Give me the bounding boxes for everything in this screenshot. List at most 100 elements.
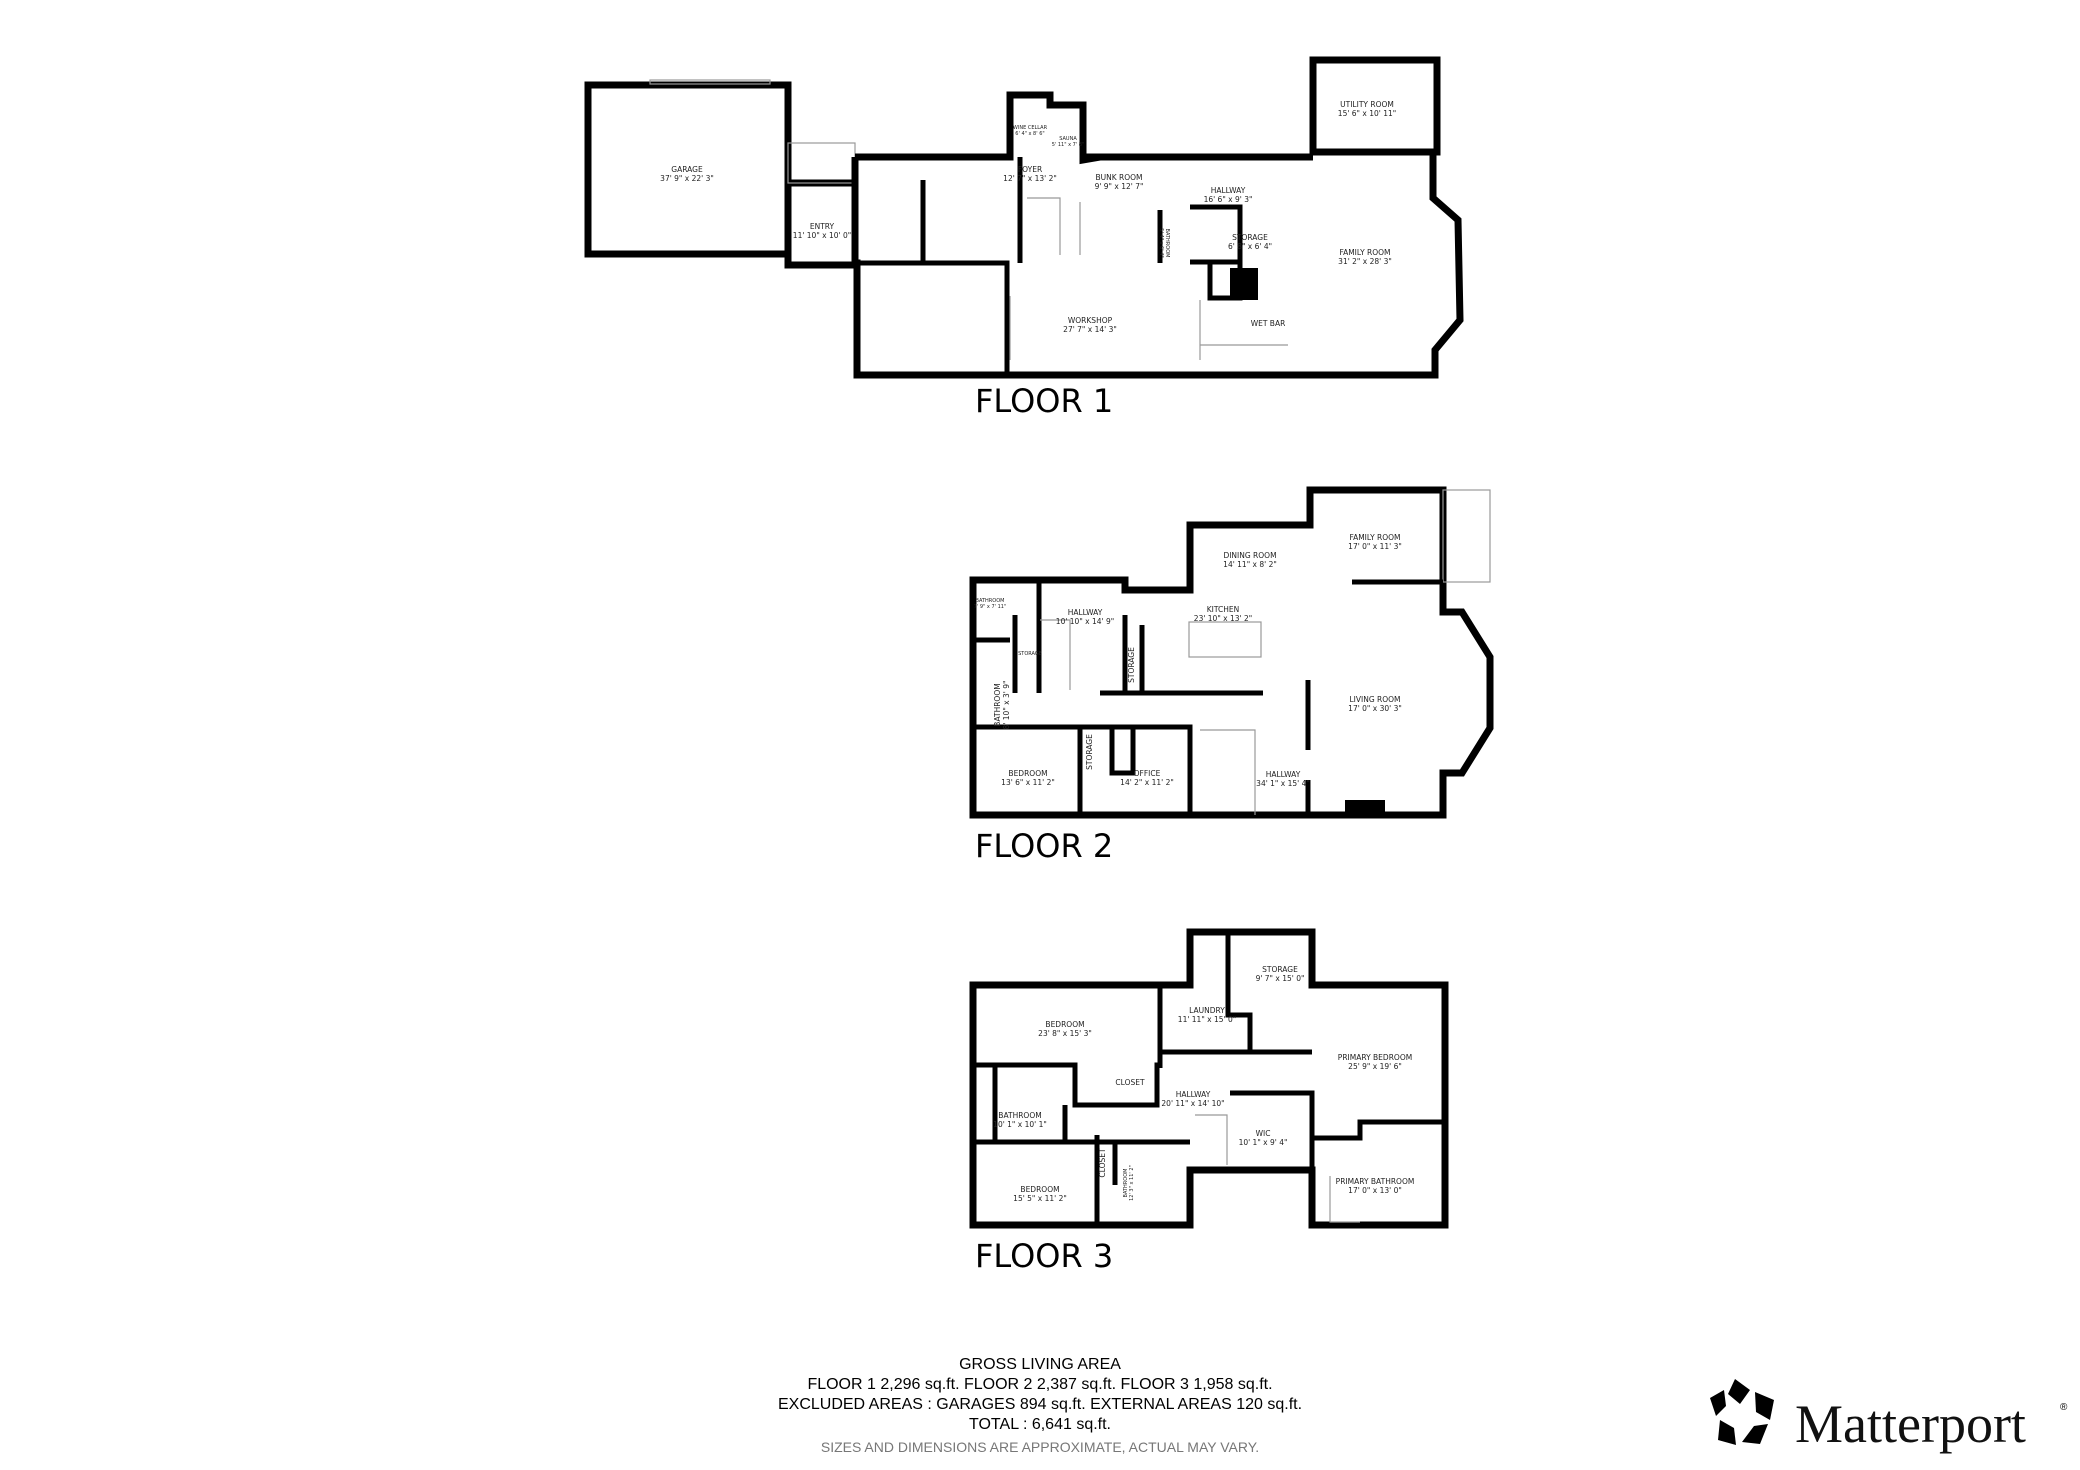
floor-1-label: FLOOR 1 — [975, 382, 1113, 420]
room-dimensions: 9' 7" x 15' 0" — [1256, 974, 1305, 983]
room-name: HALLWAY — [1211, 186, 1246, 195]
room-name: WET BAR — [1251, 319, 1286, 328]
room-name: CLOSET — [1115, 1078, 1145, 1087]
room-name: BATHROOM — [998, 1111, 1041, 1120]
room-dimensions: 11' 10" x 10' 0" — [793, 231, 851, 240]
summary-heading: GROSS LIVING AREA — [959, 1356, 1121, 1373]
room-dimensions: 9' 9" x 12' 7" — [1095, 182, 1144, 191]
floor-3-plan — [969, 928, 1449, 1229]
room-name: UTILITY ROOM — [1340, 100, 1394, 109]
room-name: GARAGE — [671, 165, 703, 174]
room-name: STORAGE — [1232, 233, 1268, 242]
room-dimensions: 12' 3" x 11' 2" — [1129, 1165, 1135, 1201]
room-name: ENTRY — [810, 222, 835, 231]
room-dimensions: 23' 10" x 13' 2" — [1194, 614, 1252, 623]
room-dimensions: 23' 8" x 15' 3" — [1038, 1029, 1092, 1038]
summary-excluded: EXCLUDED AREAS : GARAGES 894 sq.ft. EXTE… — [778, 1396, 1302, 1413]
room-dimensions: 15' 6" x 10' 11" — [1338, 109, 1396, 118]
room-name: BEDROOM — [1008, 769, 1047, 778]
floor-2-interior-walls — [973, 579, 1443, 815]
room-dimensions: 6' 8" x 6' 4" — [1228, 242, 1272, 251]
room-dimensions: 5' 11" x 7' 8" — [1052, 142, 1085, 148]
room-dimensions: 13' 6" x 11' 2" — [1001, 778, 1055, 787]
room-name: DINING ROOM — [1223, 551, 1276, 560]
room-dimensions: 10' 10" x 14' 9" — [1056, 617, 1114, 626]
room-dimensions: 25' 9" x 19' 6" — [1348, 1062, 1402, 1071]
floor-1-plan — [584, 56, 1464, 379]
room-dimensions: 10' 1" x 10' 1" — [993, 1120, 1047, 1129]
room-name: FOYER — [1018, 165, 1042, 174]
floor-1-interior-walls — [855, 157, 1243, 375]
room-dimensions: 17' 0" x 13' 0" — [1348, 1186, 1402, 1195]
matterport-logo-icon — [1710, 1379, 1774, 1445]
room-label: CLOSET — [1098, 1148, 1107, 1178]
room-name: KITCHEN — [1207, 605, 1240, 614]
room-name: HALLWAY — [1176, 1090, 1211, 1099]
kitchen-island — [1188, 621, 1262, 658]
room-name: BEDROOM — [1020, 1185, 1059, 1194]
room-dimensions: 27' 7" x 14' 3" — [1063, 325, 1117, 334]
room-name: WORKSHOP — [1068, 316, 1113, 325]
disclaimer: SIZES AND DIMENSIONS ARE APPROXIMATE, AC… — [821, 1439, 1259, 1455]
room-dimensions: 14' 2" x 11' 2" — [1120, 778, 1174, 787]
room-label: WET BAR — [1251, 319, 1286, 328]
utility-room-walls — [1309, 56, 1441, 156]
matterport-logo-text: Matterport — [1795, 1394, 2026, 1454]
room-dimensions: 31' 2" x 28' 3" — [1338, 257, 1392, 266]
room-dimensions: 17' 0" x 11' 3" — [1348, 542, 1402, 551]
room-name: LIVING ROOM — [1349, 695, 1400, 704]
room-name: BATHROOM — [993, 683, 1002, 726]
chimney-block — [1230, 268, 1258, 300]
room-name: BUNK ROOM — [1095, 173, 1142, 182]
room-name: LAUNDRY — [1189, 1006, 1225, 1015]
room-name: STORAGE — [1262, 965, 1298, 974]
room-dimensions: 14' 11" x 8' 2" — [1223, 560, 1277, 569]
floor-1-top-walls — [855, 91, 1101, 165]
floor-3-outer-walls — [969, 928, 1449, 1229]
room-name: BEDROOM — [1045, 1020, 1084, 1029]
room-dimensions: 16' 6" x 9' 3" — [1204, 195, 1253, 204]
floor-3-interior-walls — [973, 932, 1445, 1225]
room-dimensions: 34' 1" x 15' 4" — [1256, 779, 1310, 788]
room-label: STORAGE — [1018, 651, 1042, 657]
room-name: SAUNA — [1059, 136, 1077, 142]
floor-2-label: FLOOR 2 — [975, 827, 1113, 865]
room-name: HALLWAY — [1068, 608, 1103, 617]
room-dimensions: 10' 1" x 9' 4" — [1239, 1138, 1288, 1147]
room-dimensions: 7' 9" x 7' 11" — [974, 604, 1007, 610]
room-dimensions: 5' 4" x 6' 4" — [1158, 228, 1164, 257]
room-name: PRIMARY BEDROOM — [1338, 1053, 1412, 1062]
summary-total: TOTAL : 6,641 sq.ft. — [969, 1416, 1111, 1433]
room-dimensions: 20' 11" x 14' 10" — [1161, 1099, 1224, 1108]
floor-2-plan — [969, 486, 1494, 819]
room-name: OFFICE — [1134, 769, 1161, 778]
room-name: HALLWAY — [1266, 770, 1301, 779]
room-name: WINE CELLAR — [1013, 125, 1048, 131]
room-name: BATHROOM — [1123, 1169, 1129, 1198]
